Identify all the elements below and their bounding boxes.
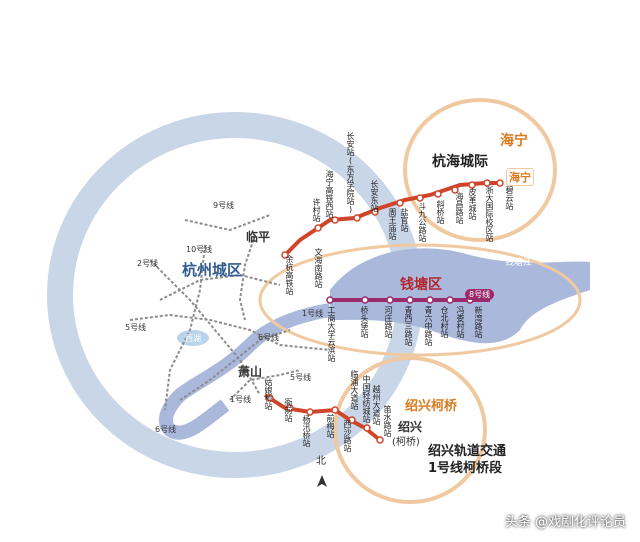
region-xiaoshan: 萧山 (238, 365, 263, 379)
label-line1b: 1号线 (230, 395, 252, 404)
station-xinwan: 新湾路站 (474, 306, 483, 338)
station-qianmei: 前梅站 (326, 414, 335, 438)
label-line8: 8号线 (465, 289, 495, 300)
label-line5b: 5号线 (290, 373, 312, 382)
region-shaoxing-station: 绍兴 (398, 420, 423, 434)
river-west-branch (158, 303, 332, 440)
label-line6a: 6号线 (258, 333, 280, 342)
region-keqiao: (柯桥) (392, 437, 420, 448)
station-haichang: 海昌路站 (455, 192, 464, 224)
label-line5a: 5号线 (125, 323, 147, 332)
region-hangzhou: 杭州城区 (182, 261, 243, 279)
north-arrow-icon (317, 475, 327, 487)
haining-circle (403, 98, 557, 242)
station-gongshang: 工商大学云滨站 (327, 306, 336, 362)
station-wenhainan: 文海南路站 (314, 248, 323, 288)
label-line9: 9号线 (213, 201, 235, 210)
qiantang-oval (258, 243, 582, 357)
label-line6b: 6号线 (155, 425, 177, 434)
label-line10: 10号线 (186, 245, 213, 254)
station-qiaotoubao: 桥头堡站 (360, 306, 369, 338)
station-changan: 长安站(东方学院站) (346, 132, 355, 214)
station-fengmo: 冯娄村站 (456, 306, 465, 338)
region-qiantang: 钱塘区 (400, 277, 442, 293)
label-line1: 1号线 (302, 309, 324, 318)
station-keqiao-city: 中国轻纺城站 (362, 375, 371, 423)
station-doujiu: 斗九公路站 (418, 202, 427, 242)
station-cangbei: 仓北村站 (440, 306, 449, 338)
station-yangfen: 杨汛桥站 (302, 415, 311, 447)
station-qingliu: 青六中路站 (424, 306, 433, 346)
region-haining: 海宁 (500, 133, 528, 149)
region-qiantangjiang: 钱塘江 (505, 258, 533, 268)
station-yanguan: 盐官站 (400, 208, 409, 232)
station-haining-west: 海宁高铁西站 (325, 170, 334, 218)
station-yuqian: 衙前站 (284, 398, 293, 422)
station-qingxi: 青西三路站 (404, 306, 413, 346)
station-linpu: 临浦大道站 (350, 370, 359, 410)
callout-hanghai: 杭海城际 (432, 154, 488, 170)
shaoxing-circle (333, 356, 487, 504)
north-label: 北 (316, 456, 326, 467)
callout-shaoxing-1: 绍兴轨道交通 (428, 444, 507, 459)
station-dots (266, 179, 504, 444)
station-xiaoshui: 笛水路站 (383, 405, 392, 437)
station-biyun: 碧云站 (505, 186, 514, 210)
watermark: 头条 @戏剧化评论员 (504, 515, 626, 530)
station-yuezhou: 越州大道站 (372, 385, 381, 425)
station-xisha: 西沙路站 (343, 420, 352, 452)
station-xieqiao: 斜桥站 (436, 200, 445, 224)
station-hezhuang: 河庄路站 (384, 306, 393, 338)
station-pianyan: 皮革城站 (468, 188, 477, 220)
station-zheda: 浙大国际校区站 (485, 186, 494, 242)
station-gulang: 姑娘桥站 (264, 378, 273, 410)
station-xucun: 许村站 (312, 198, 321, 222)
region-linping: 临平 (246, 230, 271, 244)
qiantang-river (330, 248, 590, 344)
haining-station-tag: 海宁 (506, 168, 534, 186)
region-xihu: 西湖 (185, 334, 201, 343)
region-shaoxing: 绍兴柯桥 (405, 399, 458, 414)
station-zhouwangmiao: 周王庙站 (388, 208, 397, 240)
callout-shaoxing-2: 1号线柯桥段 (428, 461, 503, 476)
label-line2: 2号线 (137, 259, 159, 268)
existing-metro-lines (129, 214, 331, 411)
station-changan-east: 长安东站 (370, 180, 379, 212)
station-yuhang: 余杭高铁站 (285, 255, 294, 295)
west-lake (177, 330, 209, 346)
